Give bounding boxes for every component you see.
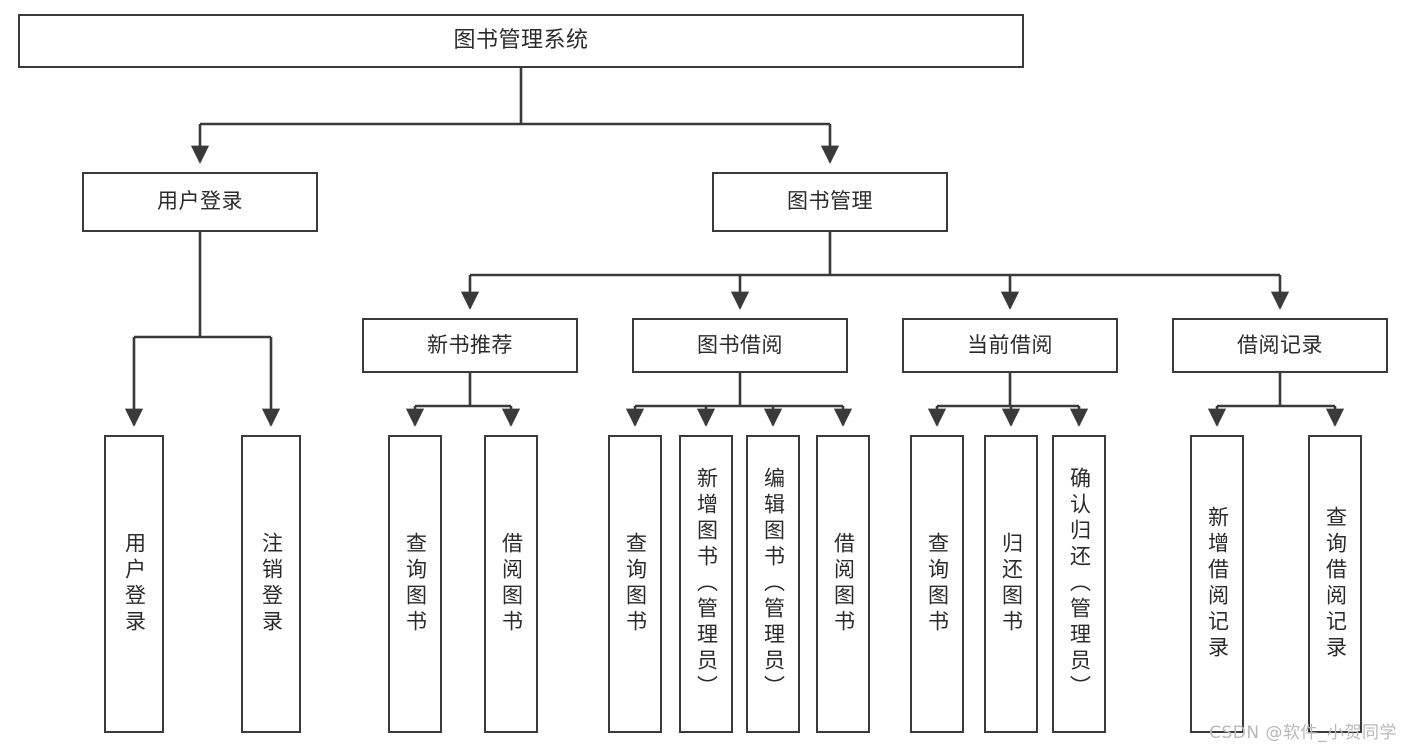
leaf-return-book-label: 归还图书 (999, 532, 1024, 636)
leaf-logout-login[interactable]: 注销登录 (241, 435, 301, 733)
node-book-manage[interactable]: 图书管理 (712, 172, 948, 232)
leaf-user-login[interactable]: 用户登录 (104, 435, 164, 733)
node-new-book-recommend-label: 新书推荐 (427, 332, 513, 357)
leaf-query-book-1[interactable]: 查询图书 (388, 435, 442, 733)
leaf-query-book-3[interactable]: 查询图书 (910, 435, 964, 733)
node-borrow-record-label: 借阅记录 (1237, 332, 1323, 357)
leaf-add-record-label: 新增借阅记录 (1205, 506, 1230, 662)
leaf-return-book[interactable]: 归还图书 (984, 435, 1038, 733)
leaf-query-book-1-label: 查询图书 (403, 532, 428, 636)
leaf-query-record[interactable]: 查询借阅记录 (1308, 435, 1362, 733)
leaf-confirm-return[interactable]: 确认归还（管理员） (1052, 435, 1106, 733)
leaf-confirm-return-label: 确认归还（管理员） (1067, 467, 1092, 701)
leaf-query-record-label: 查询借阅记录 (1323, 506, 1348, 662)
leaf-borrow-book-1-label: 借阅图书 (499, 532, 524, 636)
node-user-login-label: 用户登录 (157, 189, 243, 214)
leaf-borrow-book-2[interactable]: 借阅图书 (816, 435, 870, 733)
leaf-borrow-book-2-label: 借阅图书 (831, 532, 856, 636)
leaf-query-book-2[interactable]: 查询图书 (608, 435, 662, 733)
leaf-user-login-label: 用户登录 (122, 532, 147, 636)
leaf-logout-login-label: 注销登录 (259, 532, 284, 636)
node-current-borrow-label: 当前借阅 (967, 332, 1053, 357)
node-new-book-recommend[interactable]: 新书推荐 (362, 318, 578, 373)
leaf-query-book-3-label: 查询图书 (925, 532, 950, 636)
leaf-query-book-2-label: 查询图书 (623, 532, 648, 636)
node-root[interactable]: 图书管理系统 (18, 14, 1024, 68)
node-borrow-record[interactable]: 借阅记录 (1172, 318, 1388, 373)
node-root-label: 图书管理系统 (453, 27, 589, 53)
node-book-borrow-label: 图书借阅 (697, 332, 783, 357)
leaf-add-book-label: 新增图书（管理员） (694, 467, 719, 701)
leaf-edit-book[interactable]: 编辑图书（管理员） (746, 435, 800, 733)
leaf-add-record[interactable]: 新增借阅记录 (1190, 435, 1244, 733)
leaf-add-book[interactable]: 新增图书（管理员） (679, 435, 733, 733)
node-book-manage-label: 图书管理 (787, 189, 873, 214)
node-user-login[interactable]: 用户登录 (82, 172, 318, 232)
leaf-borrow-book-1[interactable]: 借阅图书 (484, 435, 538, 733)
node-current-borrow[interactable]: 当前借阅 (902, 318, 1118, 373)
node-book-borrow[interactable]: 图书借阅 (632, 318, 848, 373)
leaf-edit-book-label: 编辑图书（管理员） (761, 467, 786, 701)
